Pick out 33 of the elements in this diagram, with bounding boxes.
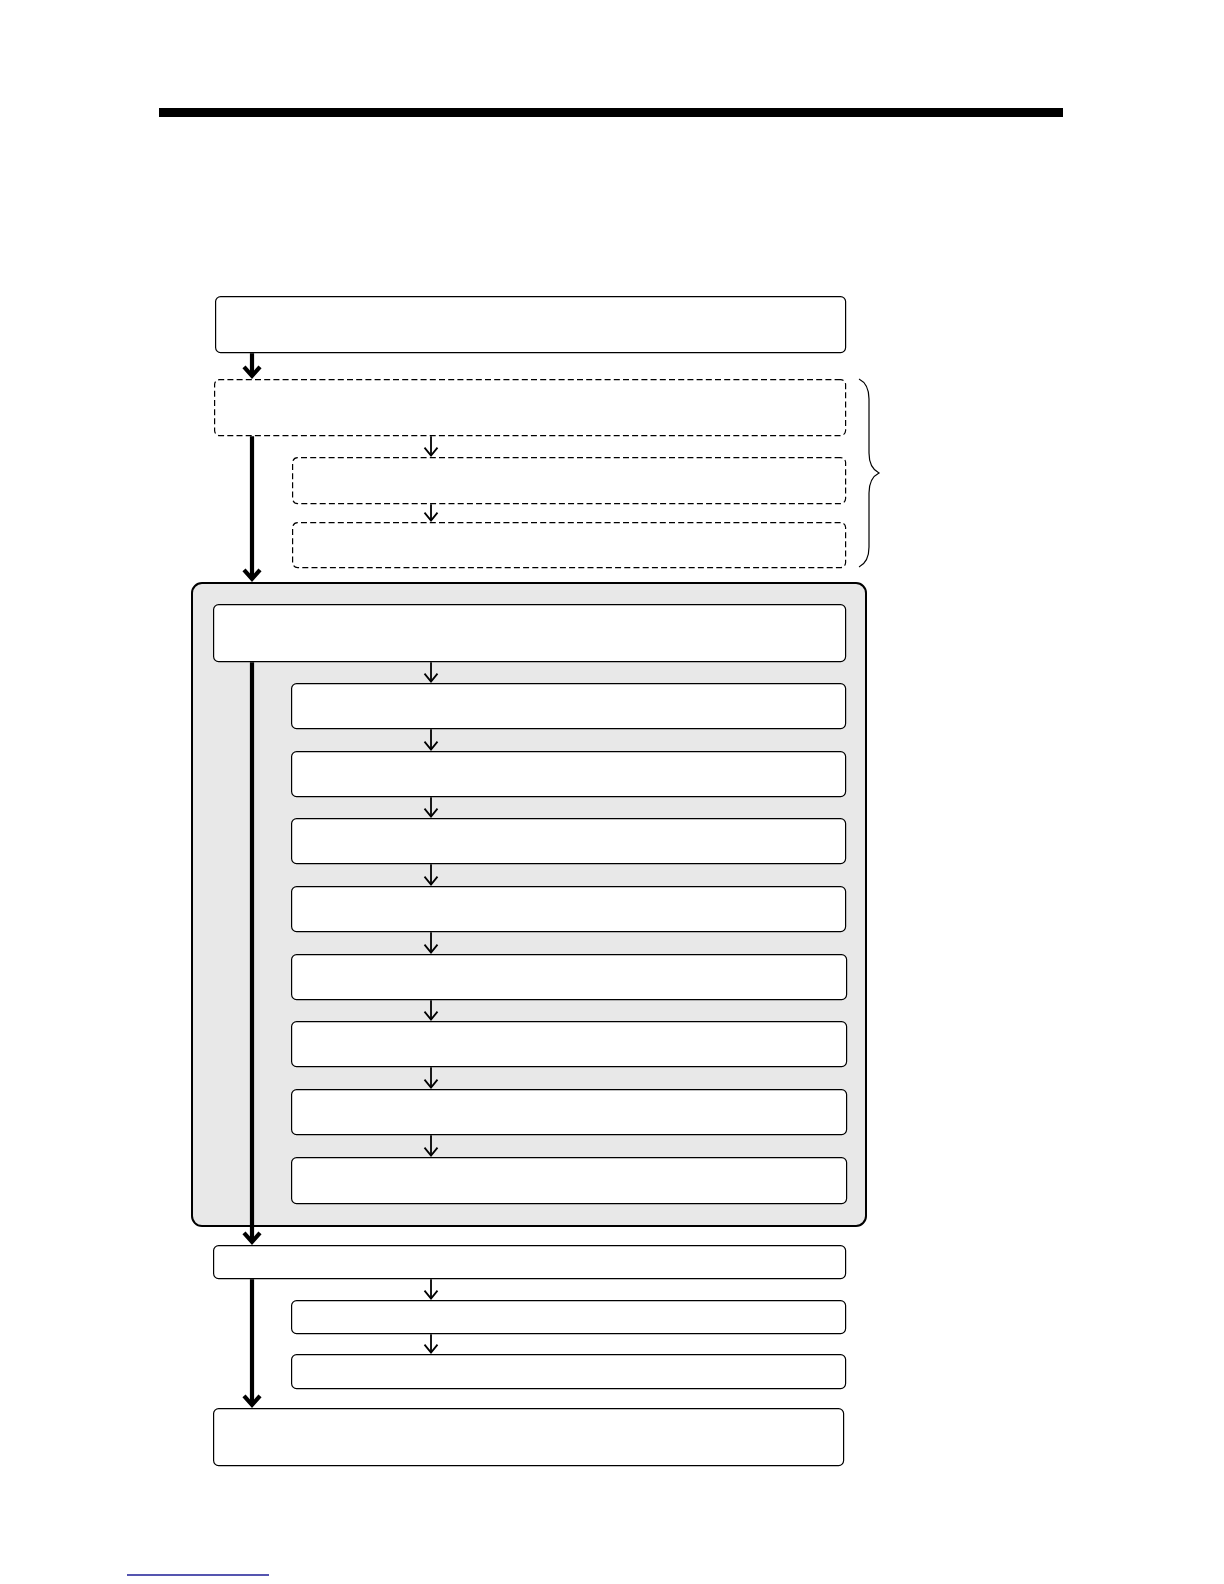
process-box: [292, 522, 847, 569]
process-box: [213, 604, 847, 663]
process-box: [291, 1300, 847, 1335]
process-box: [214, 379, 847, 437]
arrow: [423, 661, 439, 683]
arrow: [242, 1279, 262, 1408]
process-box: [291, 1089, 848, 1136]
process-box: [291, 1021, 848, 1068]
arrow: [242, 353, 262, 379]
process-box: [291, 1354, 847, 1390]
process-box: [291, 818, 847, 865]
process-box: [291, 1157, 848, 1205]
arrow: [423, 796, 439, 818]
process-box: [291, 886, 847, 933]
arrow: [242, 436, 262, 582]
arrow: [423, 503, 439, 522]
process-box: [291, 683, 847, 730]
process-box: [292, 457, 847, 505]
arrow: [242, 662, 262, 1245]
process-box: [213, 1245, 847, 1280]
arrow: [423, 1278, 439, 1300]
arrow: [423, 1333, 439, 1354]
process-box: [215, 296, 847, 354]
arrow: [423, 999, 439, 1021]
arrow: [423, 435, 439, 457]
process-box: [291, 751, 847, 798]
arrow: [423, 1066, 439, 1089]
arrow: [423, 931, 439, 954]
process-box: [291, 954, 848, 1001]
arrow: [423, 1134, 439, 1157]
arrow: [423, 863, 439, 886]
arrow: [423, 728, 439, 751]
process-box: [213, 1408, 845, 1467]
